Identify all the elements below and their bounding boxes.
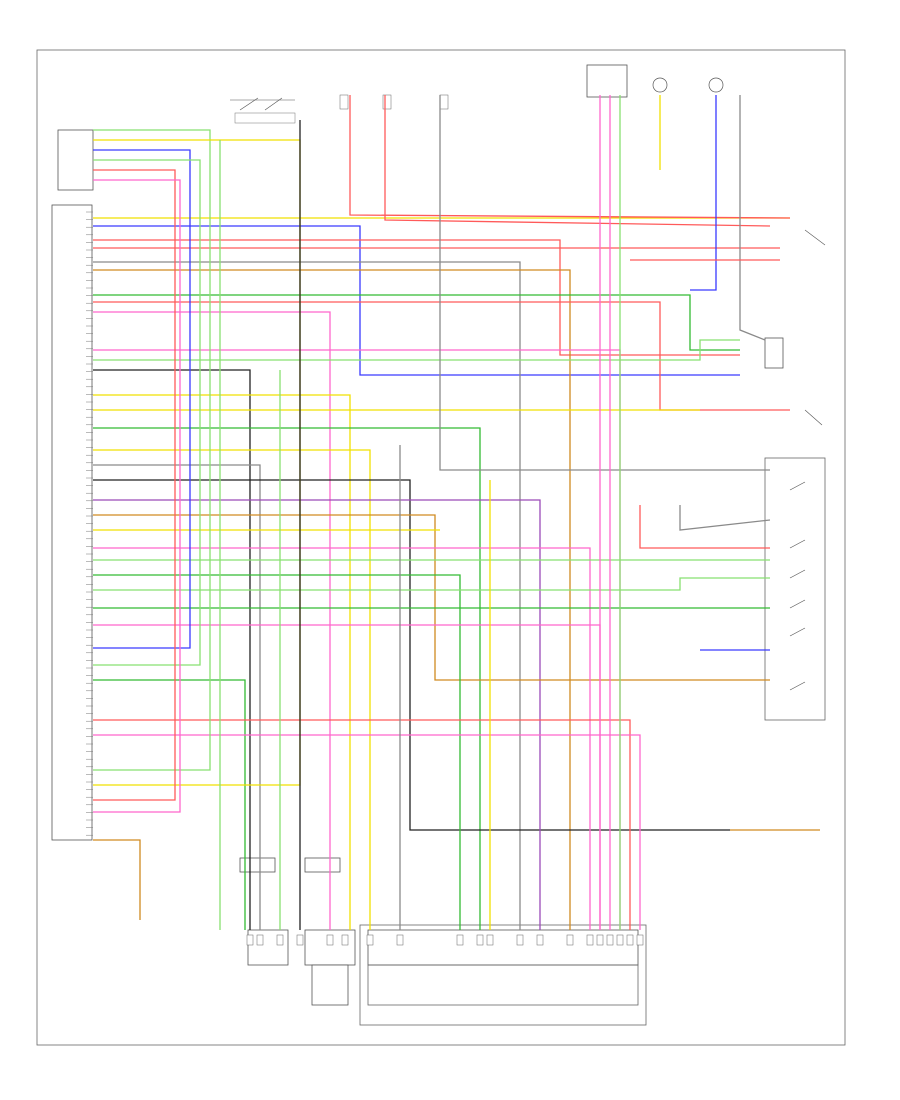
connector-terminal [596,934,604,946]
small-module-mid [239,857,276,873]
wire-12 [93,369,251,930]
wire-39 [384,95,771,227]
wire-5 [93,261,521,930]
wire-16 [93,449,371,930]
wire-27 [93,624,601,930]
connector-terminal [476,934,484,946]
wire-25 [93,577,770,591]
connector-terminal [616,934,624,946]
left-top-connector-block [57,129,94,191]
wire-2 [93,225,740,376]
transmission-range-switch [764,457,826,721]
wire-8 [93,301,790,411]
wire-10 [93,349,621,930]
connector-terminal [626,934,634,946]
connector-terminal [486,934,494,946]
connector-terminal [516,934,524,946]
wire-17 [93,464,261,930]
lamp-right-icon [708,77,724,93]
connector-terminal [296,934,304,946]
wire-13 [93,394,351,930]
wire-46 [739,95,766,341]
wire-28 [93,149,191,649]
connector-terminal [586,934,594,946]
wire-18 [93,479,730,831]
wire-20 [93,514,770,681]
wire-11 [93,339,740,361]
pin-label-layer [86,211,644,946]
wire-50 [639,505,770,549]
connector-terminal [566,934,574,946]
wire-15 [93,427,481,930]
connector-terminal [256,934,264,946]
transmission-solenoid-block [367,964,639,1006]
connector-terminal [536,934,544,946]
connector-terminal [326,934,334,946]
brake-switch-contact [804,229,826,426]
wire-37 [93,839,141,920]
wire-9 [93,311,331,930]
diagram-border [36,49,846,1046]
connector-terminal [636,934,644,946]
wire-22 [93,547,591,930]
connector-terminal [456,934,464,946]
wire-29 [93,159,201,666]
small-module-mid2 [304,857,341,873]
wire-35 [93,169,176,801]
connector-terminal [366,934,374,946]
ignition-switch-group [230,97,296,124]
connector-terminal [276,934,284,946]
range-switch-contacts [789,481,806,691]
connector-terminal [246,934,254,946]
wire-6 [93,269,571,930]
fuse-block-group [339,94,449,110]
wire-40 [439,95,770,471]
wire-31 [93,719,631,930]
relay-top-right [586,64,628,98]
shift-lock-solenoid [764,337,784,369]
wire-33 [93,129,211,771]
wire-45 [690,95,717,291]
lamp-left-icon [652,77,668,93]
wire-19 [93,499,541,930]
connector-terminal [396,934,404,946]
wire-24 [93,574,461,930]
transmission-control-module [51,204,93,841]
wire-3 [93,239,740,356]
connector-terminal [341,934,349,946]
solenoid-valves-frame [359,924,647,1026]
wire-32 [93,734,641,930]
wire-38 [349,95,791,219]
wire-51 [679,505,771,531]
wire-34 [93,139,301,786]
vehicle-speed-sensor-body [311,964,349,1006]
wire-30 [93,679,246,930]
wire-7 [93,294,740,351]
wire-36 [93,179,181,813]
wire-layer [93,95,820,930]
connector-terminal [606,934,614,946]
